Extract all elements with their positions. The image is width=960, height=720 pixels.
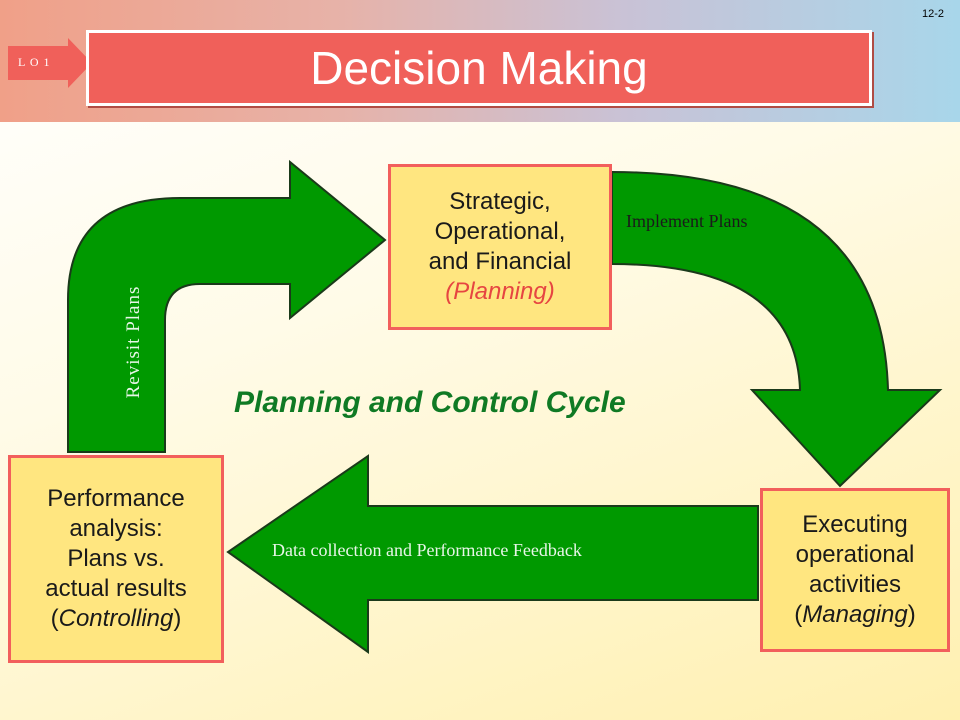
planning-accent: (Planning): [445, 278, 555, 305]
controlling-accent-line: (Controlling): [51, 604, 182, 634]
implement-arrow: [611, 170, 943, 488]
planning-box: Strategic, Operational, and Financial (P…: [388, 164, 612, 330]
managing-accent: Managing: [802, 601, 908, 628]
feedback-arrow: [226, 454, 759, 654]
lo-arrow-icon: [8, 38, 92, 88]
implement-label: Implement Plans: [626, 211, 748, 231]
revisit-label: Revisit Plans: [123, 285, 144, 399]
managing-accent-line: (Managing): [794, 600, 915, 630]
managing-paren-open: (: [794, 601, 803, 628]
slide-number: 12-2: [921, 8, 944, 20]
controlling-line-3: Plans vs.: [67, 545, 165, 572]
controlling-accent: Controlling: [58, 605, 174, 632]
managing-line-1: Executing: [802, 511, 908, 538]
page-title: Decision Making: [310, 42, 648, 94]
lo-tag: L O 1: [8, 38, 92, 88]
lo-tag-label: L O 1: [18, 55, 51, 69]
controlling-paren-open: (: [50, 605, 59, 632]
managing-line-2: operational: [795, 541, 915, 568]
controlling-paren-close: ): [173, 605, 182, 632]
planning-line-1: Strategic,: [449, 188, 551, 215]
title-box: Decision Making: [86, 30, 872, 106]
planning-line-2: Operational,: [434, 218, 566, 245]
controlling-line-1: Performance: [47, 485, 185, 512]
feedback-label: Data collection and Performance Feedback: [272, 540, 582, 560]
managing-box: Executing operational activities (Managi…: [760, 488, 950, 652]
controlling-box: Performance analysis: Plans vs. actual r…: [8, 455, 224, 663]
managing-line-3: activities: [808, 571, 902, 598]
controlling-line-4: actual results: [45, 575, 187, 602]
managing-paren-close: ): [907, 601, 916, 628]
revisit-arrow: [67, 159, 387, 453]
controlling-line-2: analysis:: [69, 515, 163, 542]
cycle-title: Planning and Control Cycle: [234, 386, 626, 419]
planning-line-3: and Financial: [428, 248, 572, 275]
